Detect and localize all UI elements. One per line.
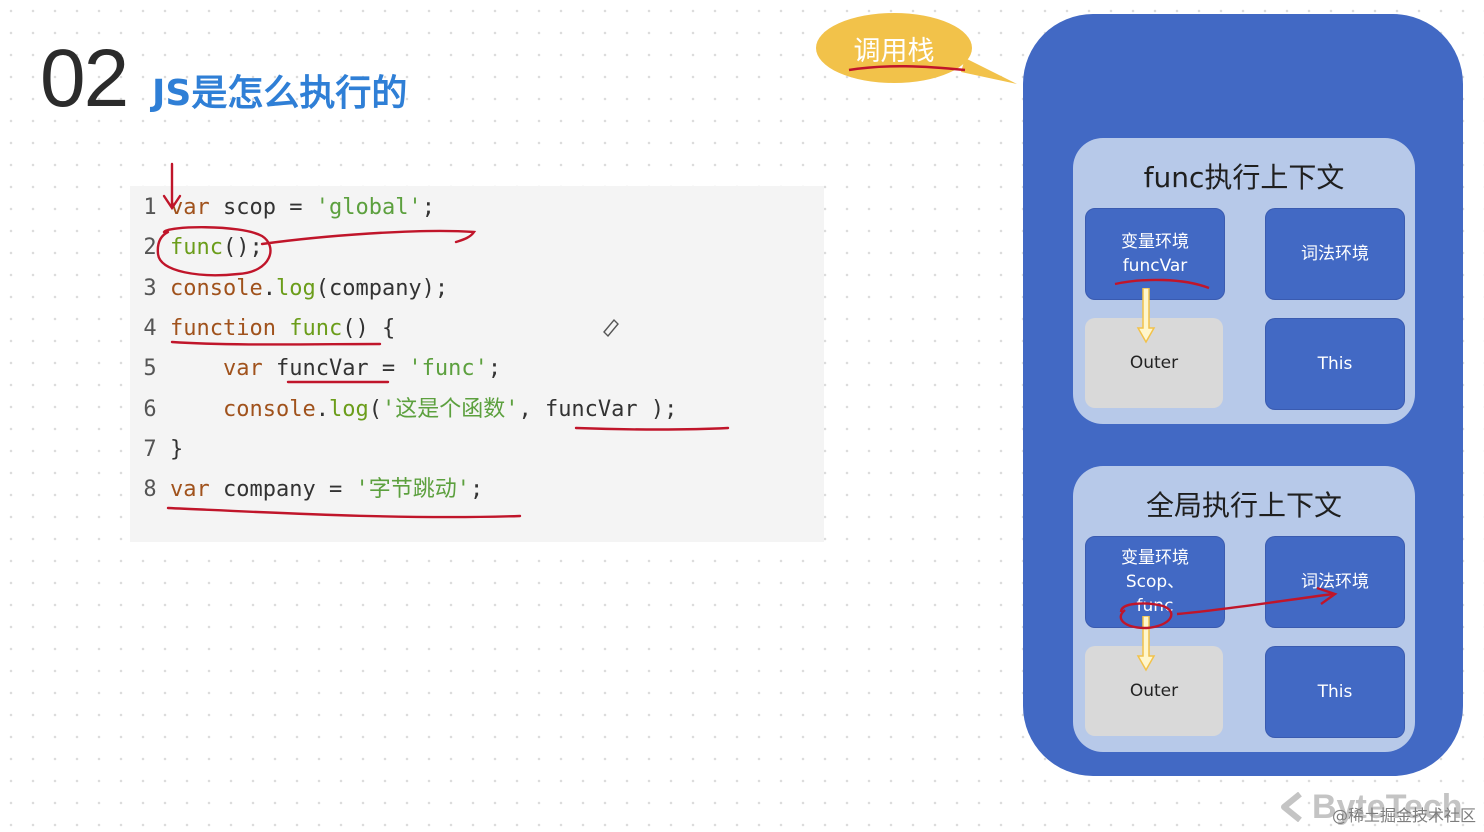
variable-env-label: 变量环境 bbox=[1121, 232, 1189, 252]
code-token: func bbox=[289, 315, 343, 341]
down-arrow-icon bbox=[1136, 288, 1156, 344]
code-token: , funcVar ); bbox=[518, 396, 678, 422]
code-token: . bbox=[262, 275, 276, 301]
code-token: var bbox=[170, 477, 210, 503]
slide-number: 02 bbox=[40, 33, 129, 124]
code-line: 5 var funcVar = 'func'; bbox=[130, 349, 824, 389]
variable-env-entry: funcVar bbox=[1122, 256, 1188, 276]
code-token: () { bbox=[342, 315, 396, 341]
code-token: console bbox=[170, 275, 263, 301]
call-stack-label: 调用栈 bbox=[853, 35, 935, 67]
code-line: 2 func(); bbox=[130, 228, 824, 268]
line-number: 8 bbox=[143, 477, 157, 503]
callout-bubble-shape bbox=[816, 13, 1017, 84]
lexical-environment: 词法环境 bbox=[1265, 536, 1405, 628]
code-token: (company); bbox=[315, 275, 449, 301]
code-token: log bbox=[328, 396, 369, 422]
code-token: function bbox=[170, 315, 276, 341]
code-token: 'func' bbox=[408, 356, 488, 382]
outer-reference: Outer bbox=[1085, 318, 1223, 408]
code-token: func bbox=[170, 235, 223, 261]
line-number: 3 bbox=[143, 275, 157, 301]
chevron-left-icon bbox=[1281, 792, 1302, 822]
code-token: ( bbox=[368, 396, 382, 422]
bytetech-logo: ByteTech bbox=[1280, 784, 1480, 828]
code-token: var bbox=[170, 195, 210, 220]
line-number: 4 bbox=[143, 315, 157, 341]
code-token: 'global' bbox=[315, 195, 422, 220]
code-token: ; bbox=[421, 195, 435, 220]
this-binding: This bbox=[1265, 646, 1405, 738]
code-token: console bbox=[170, 396, 316, 422]
variable-env-label: 变量环境 bbox=[1121, 548, 1189, 568]
this-binding: This bbox=[1265, 318, 1405, 410]
code-token: '这是个函数' bbox=[381, 396, 519, 422]
code-line: 6 console.log('这是个函数', funcVar ); bbox=[130, 390, 824, 430]
variable-environment: 变量环境 funcVar bbox=[1085, 208, 1225, 300]
code-token: log bbox=[275, 275, 316, 301]
code-token: ; bbox=[487, 356, 502, 382]
variable-environment: 变量环境 Scop、 func bbox=[1085, 536, 1225, 628]
func-execution-context: func执行上下文 变量环境 funcVar 词法环境 Outer This bbox=[1073, 138, 1415, 424]
line-number: 7 bbox=[143, 436, 157, 462]
variable-env-entry: func bbox=[1136, 596, 1174, 616]
code-line: 3 console.log(company); bbox=[130, 269, 824, 309]
code-token: var bbox=[170, 356, 263, 382]
outer-reference: Outer bbox=[1085, 646, 1223, 736]
code-line: 4 function func() { bbox=[130, 309, 824, 349]
slide-title: JS是怎么执行的 bbox=[152, 73, 408, 114]
code-token: (); bbox=[222, 235, 263, 261]
code-token: funcVar = bbox=[262, 356, 409, 382]
global-execution-context: 全局执行上下文 变量环境 Scop、 func 词法环境 Outer This bbox=[1073, 466, 1415, 752]
code-token: } bbox=[170, 436, 184, 462]
down-arrow-icon bbox=[1136, 616, 1156, 672]
code-token: ; bbox=[469, 477, 484, 503]
line-number: 5 bbox=[143, 356, 157, 382]
watermark-text: @稀土掘金技术社区 bbox=[1331, 806, 1476, 825]
code-line: 7} bbox=[130, 430, 824, 470]
code-token: company = bbox=[209, 477, 356, 503]
code-token: . bbox=[315, 396, 329, 422]
line-number: 2 bbox=[143, 235, 157, 261]
code-token: scop = bbox=[209, 195, 316, 220]
call-stack-panel: func执行上下文 变量环境 funcVar 词法环境 Outer This 全… bbox=[1023, 14, 1463, 776]
code-token: '字节跳动' bbox=[355, 477, 470, 503]
variable-env-entry: Scop、 bbox=[1125, 572, 1185, 592]
call-stack-callout: 调用栈 bbox=[815, 12, 1017, 84]
func-to-lexical-arrow bbox=[1119, 586, 1338, 630]
context-title: func执行上下文 bbox=[1143, 161, 1345, 194]
funcvar-underline-mark bbox=[1114, 278, 1210, 290]
context-title: 全局执行上下文 bbox=[1145, 489, 1342, 522]
line-number: 1 bbox=[143, 195, 157, 220]
brand-name: ByteTech bbox=[1312, 788, 1463, 826]
line-number: 6 bbox=[143, 396, 157, 422]
code-line: 1 var scop = 'global'; bbox=[130, 188, 824, 228]
code-line: 8 var company = '字节跳动'; bbox=[130, 470, 824, 510]
lexical-environment: 词法环境 bbox=[1265, 208, 1405, 300]
code-token bbox=[276, 316, 289, 341]
